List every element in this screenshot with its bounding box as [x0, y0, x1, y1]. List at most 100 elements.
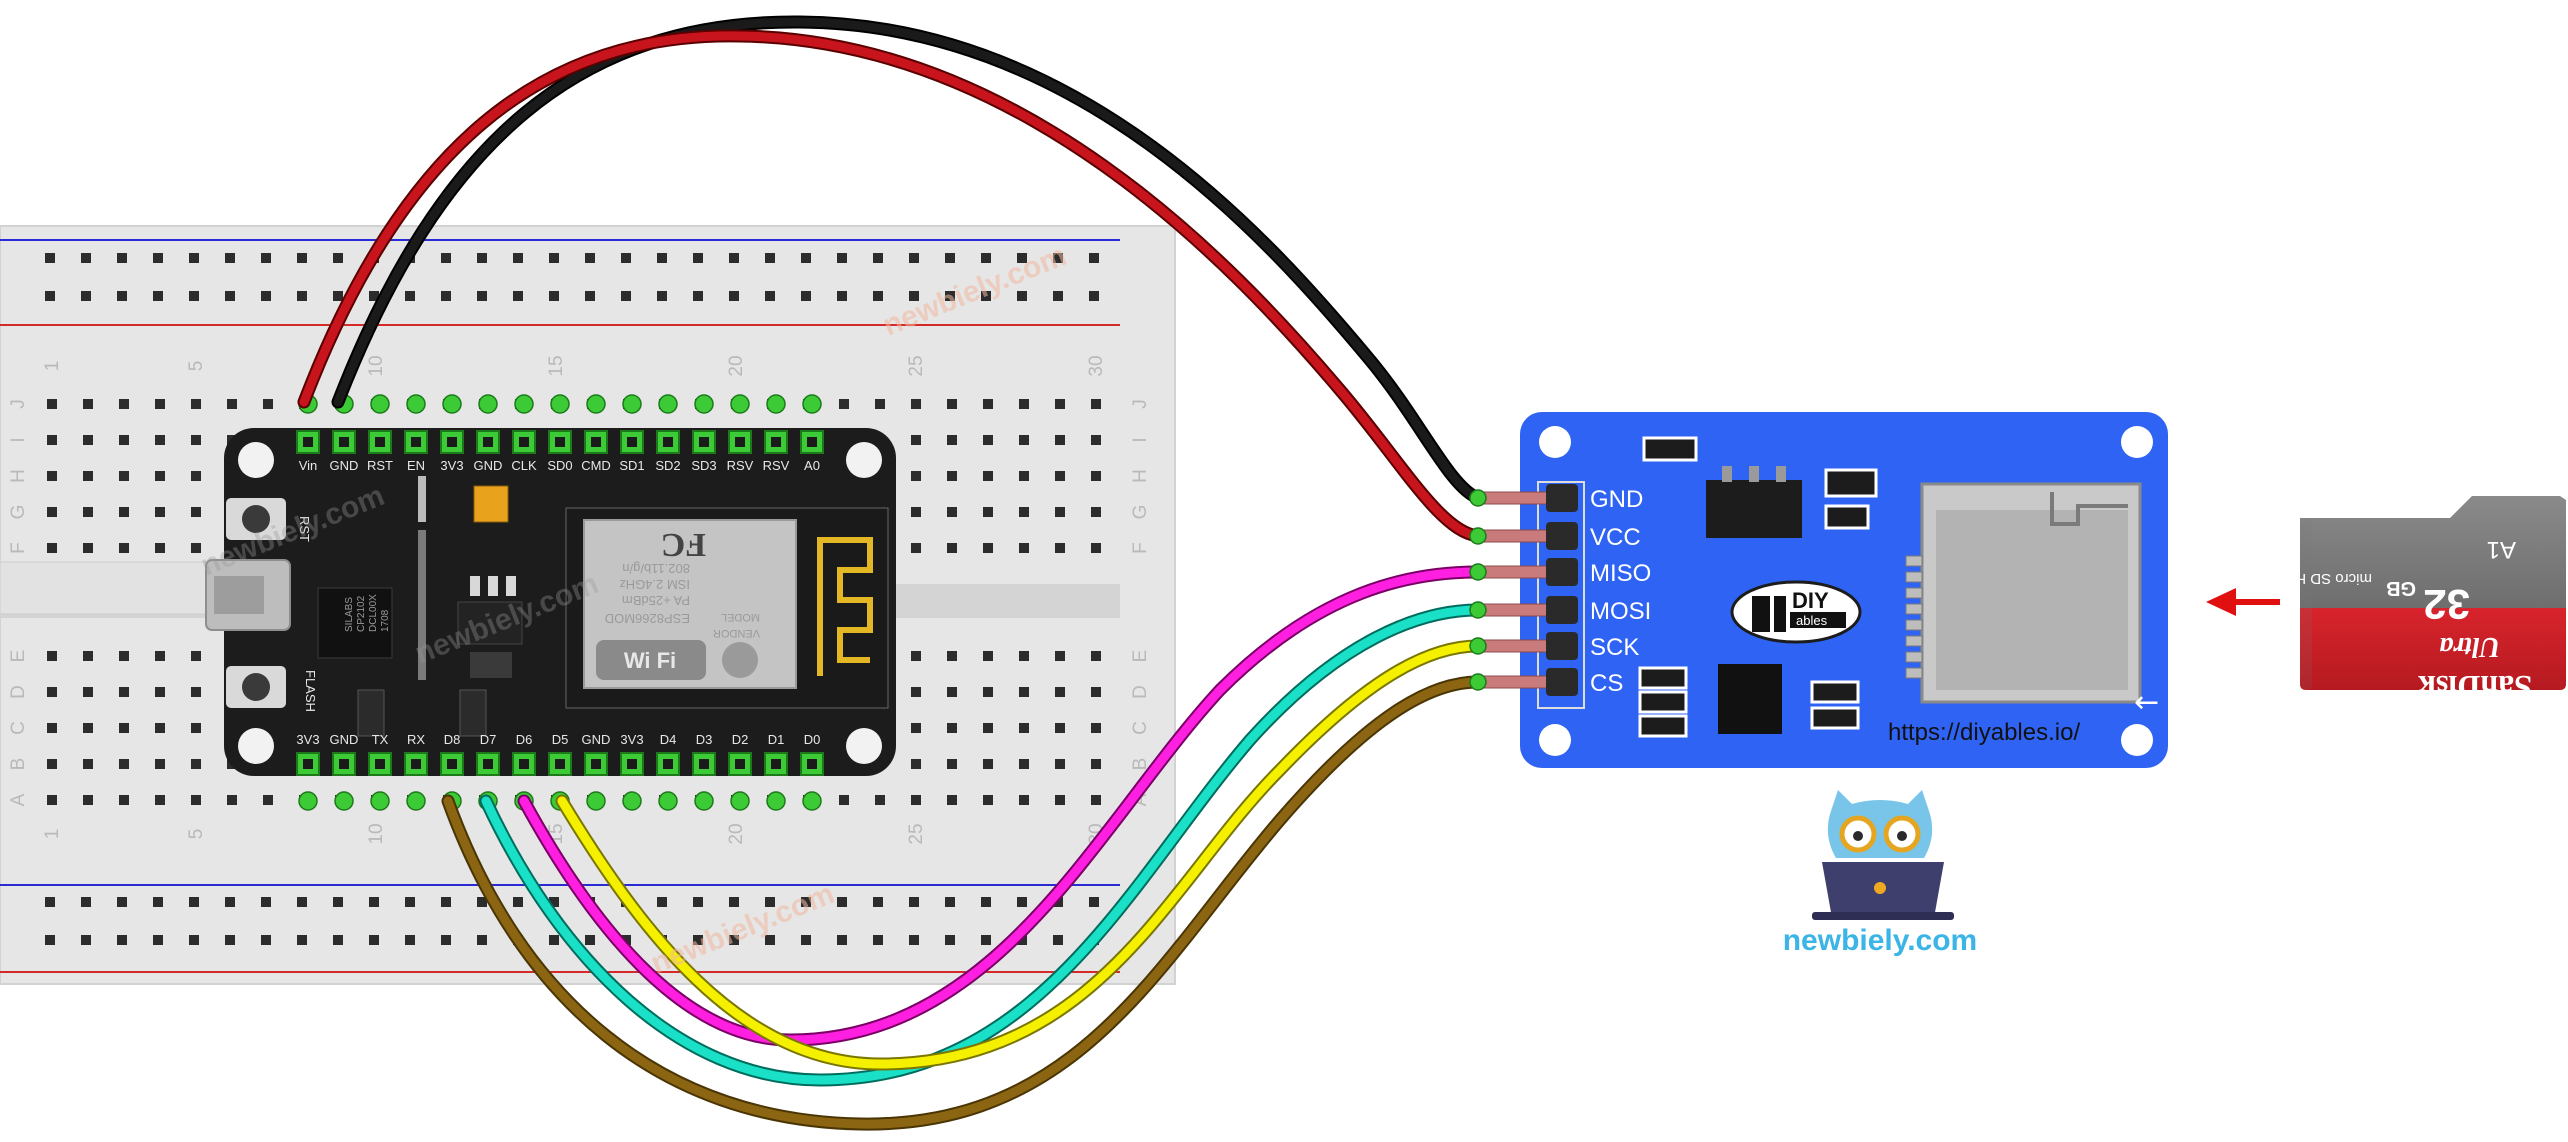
- header-pin-label: GND: [330, 732, 359, 747]
- rail-hole: [117, 935, 127, 945]
- row-letter: E: [8, 650, 29, 663]
- rst-button[interactable]: [242, 505, 270, 533]
- rail-hole: [837, 253, 847, 263]
- terminal-hole: [947, 687, 957, 697]
- rail-hole: [945, 253, 955, 263]
- header-pin-hole: [807, 759, 817, 769]
- terminal-hole: [1055, 759, 1065, 769]
- terminal-hole: [1019, 651, 1029, 661]
- rail-hole: [297, 897, 307, 907]
- breadboard-contact-bottom: [586, 791, 606, 811]
- tantalum-capacitor: [473, 485, 509, 523]
- terminal-hole: [983, 687, 993, 697]
- rail-hole: [657, 897, 667, 907]
- header-pin-hole: [627, 759, 637, 769]
- row-letter: B: [8, 758, 29, 771]
- terminal-hole: [947, 795, 957, 805]
- rail-hole: [1053, 291, 1063, 301]
- terminal-hole: [947, 399, 957, 409]
- column-number: 30: [1086, 355, 1107, 376]
- header-pin-label: RSV: [763, 458, 790, 473]
- column-number: 10: [366, 823, 387, 844]
- terminal-hole: [839, 399, 849, 409]
- terminal-hole: [155, 723, 165, 733]
- terminal-hole: [875, 795, 885, 805]
- row-letter: G: [1130, 505, 1151, 520]
- column-number: 5: [186, 829, 207, 840]
- rail-hole: [81, 935, 91, 945]
- terminal-hole: [191, 687, 201, 697]
- rail-hole: [837, 897, 847, 907]
- sd-pin-label: GND: [1590, 486, 1643, 513]
- rail-hole: [837, 935, 847, 945]
- sd-mount-hole-bl: [1539, 724, 1571, 756]
- terminal-hole: [1055, 687, 1065, 697]
- header-pin-label: D3: [696, 732, 713, 747]
- header-pin-hole: [375, 437, 385, 447]
- terminal-hole: [155, 435, 165, 445]
- terminal-hole: [119, 651, 129, 661]
- rail-hole: [729, 897, 739, 907]
- header-pin-label: GND: [474, 458, 503, 473]
- breadboard-contact-top: [442, 394, 462, 414]
- flash-button-label: FLASH: [303, 670, 318, 712]
- sd-pin-contact: [1469, 601, 1487, 619]
- row-letter: I: [8, 437, 29, 442]
- row-letter: H: [1130, 469, 1151, 483]
- row-letter: F: [8, 542, 29, 554]
- terminal-hole: [983, 723, 993, 733]
- sd-pin-contact: [1469, 637, 1487, 655]
- header-pin-label: SD0: [547, 458, 572, 473]
- esp-line-2: ISM 2.4GHz: [619, 577, 690, 592]
- terminal-hole: [83, 651, 93, 661]
- rail-hole: [909, 897, 919, 907]
- terminal-hole: [83, 399, 93, 409]
- header-pin-label: D4: [660, 732, 677, 747]
- header-pin-hole: [447, 759, 457, 769]
- column-number: 15: [546, 355, 567, 376]
- breadboard-contact-bottom: [622, 791, 642, 811]
- breadboard-contact-bottom: [730, 791, 750, 811]
- terminal-hole: [155, 471, 165, 481]
- row-letter: D: [1130, 685, 1151, 699]
- terminal-hole: [983, 543, 993, 553]
- terminal-hole: [947, 723, 957, 733]
- header-pin-hole: [771, 759, 781, 769]
- breadboard-contact-bottom: [334, 791, 354, 811]
- header-pin-label: EN: [407, 458, 425, 473]
- rail-hole: [765, 253, 775, 263]
- rail-hole: [765, 291, 775, 301]
- sd-mount-hole-br: [2121, 724, 2153, 756]
- smd-part-4: [418, 476, 426, 522]
- terminal-hole: [47, 399, 57, 409]
- column-number: 10: [366, 355, 387, 376]
- rail-hole: [153, 291, 163, 301]
- slot-contact: [1905, 667, 1923, 679]
- usb-chip-label-1: SILABS: [344, 597, 355, 632]
- column-number: 25: [906, 823, 927, 844]
- sd-pin-lead: [1477, 675, 1555, 689]
- terminal-hole: [947, 471, 957, 481]
- terminal-hole: [263, 795, 273, 805]
- terminal-hole: [947, 759, 957, 769]
- breadboard-contact-bottom: [802, 791, 822, 811]
- sd-pin-lead: [1477, 491, 1555, 505]
- flash-button[interactable]: [242, 673, 270, 701]
- header-pin-hole: [303, 759, 313, 769]
- terminal-hole: [911, 687, 921, 697]
- rail-hole: [225, 291, 235, 301]
- header-pin-hole: [447, 437, 457, 447]
- rail-hole: [981, 897, 991, 907]
- rail-hole: [765, 935, 775, 945]
- terminal-hole: [47, 723, 57, 733]
- rail-hole: [369, 897, 379, 907]
- terminal-hole: [191, 507, 201, 517]
- terminal-hole: [83, 435, 93, 445]
- header-pin-label: CLK: [511, 458, 537, 473]
- terminal-hole: [83, 471, 93, 481]
- terminal-hole: [155, 687, 165, 697]
- header-pin-label: GND: [582, 732, 611, 747]
- row-letter: J: [8, 399, 29, 409]
